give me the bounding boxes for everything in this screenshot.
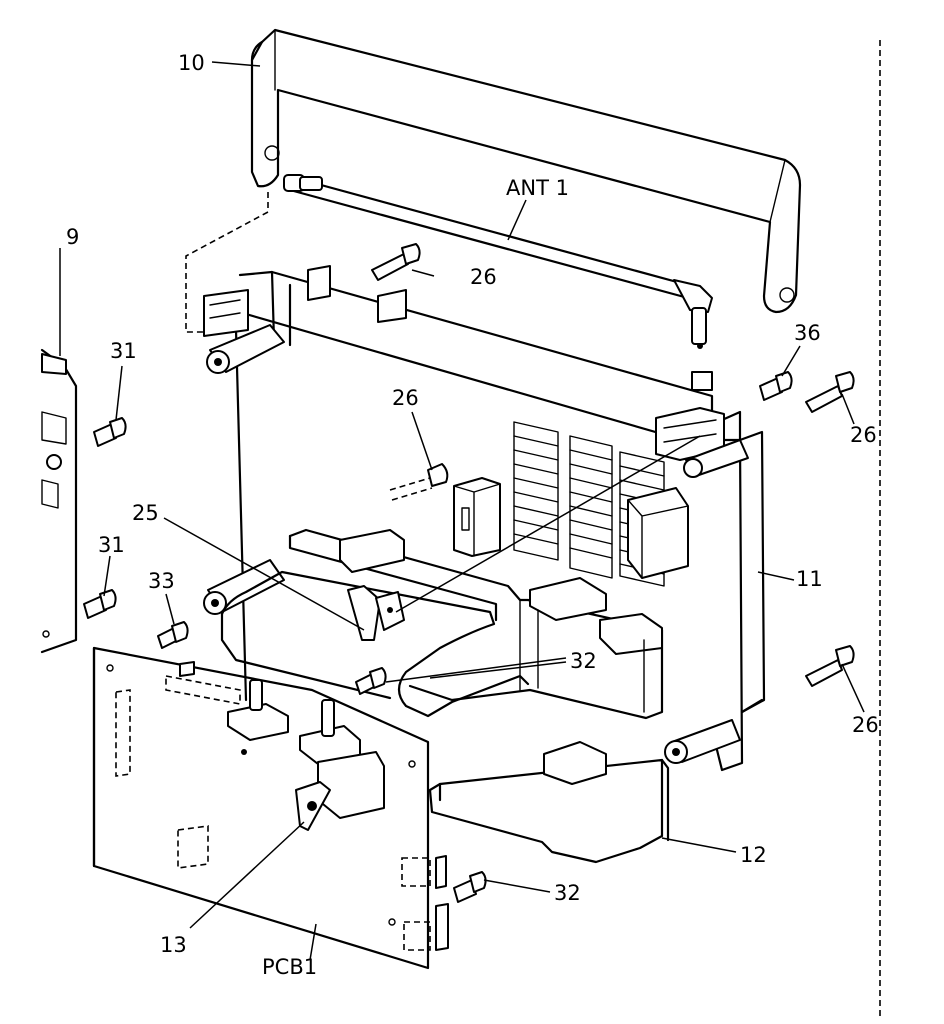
component-block xyxy=(453,477,689,579)
callout-12: 12 xyxy=(740,843,767,867)
callout-31-upper: 31 xyxy=(110,339,137,363)
callout-25: 25 xyxy=(132,501,159,525)
carrying-handle xyxy=(250,28,802,314)
callout-26-right-lower: 26 xyxy=(852,713,879,737)
screw-26-right-lower xyxy=(805,645,855,687)
pcb-board xyxy=(92,646,449,970)
callout-26-top: 26 xyxy=(470,265,497,289)
inner-bracket xyxy=(288,528,664,720)
callout-13: 13 xyxy=(160,933,187,957)
screw-26-center xyxy=(389,463,449,501)
callout-9: 9 xyxy=(66,225,79,249)
callout-32-upper: 32 xyxy=(570,649,597,673)
screw-26-top xyxy=(371,243,421,281)
callout-10: 10 xyxy=(178,51,205,75)
screw-32-lower xyxy=(453,871,487,903)
handle-mount-line xyxy=(185,192,269,333)
callout-26-center: 26 xyxy=(392,386,419,410)
leader-lines xyxy=(59,61,865,961)
screw-31-upper xyxy=(93,417,127,447)
side-panel xyxy=(40,348,78,654)
screw-32-upper xyxy=(355,667,387,695)
callout-26-right-upper: 26 xyxy=(850,423,877,447)
screw-33 xyxy=(157,621,189,649)
callout-31-lower: 31 xyxy=(98,533,125,557)
callout-36: 36 xyxy=(794,321,821,345)
callout-pcb1: PCB1 xyxy=(262,955,317,979)
screw-36 xyxy=(759,371,793,401)
callout-32-lower: 32 xyxy=(554,881,581,905)
callout-ant1: ANT 1 xyxy=(506,176,569,200)
callout-11: 11 xyxy=(796,567,823,591)
cover-plate xyxy=(220,570,530,718)
screw-31-lower xyxy=(83,589,117,619)
bottom-plate xyxy=(428,741,670,864)
chassis-frame xyxy=(203,265,766,772)
callout-33: 33 xyxy=(148,569,175,593)
antenna-rod xyxy=(283,174,713,391)
vent-grille xyxy=(513,421,665,587)
